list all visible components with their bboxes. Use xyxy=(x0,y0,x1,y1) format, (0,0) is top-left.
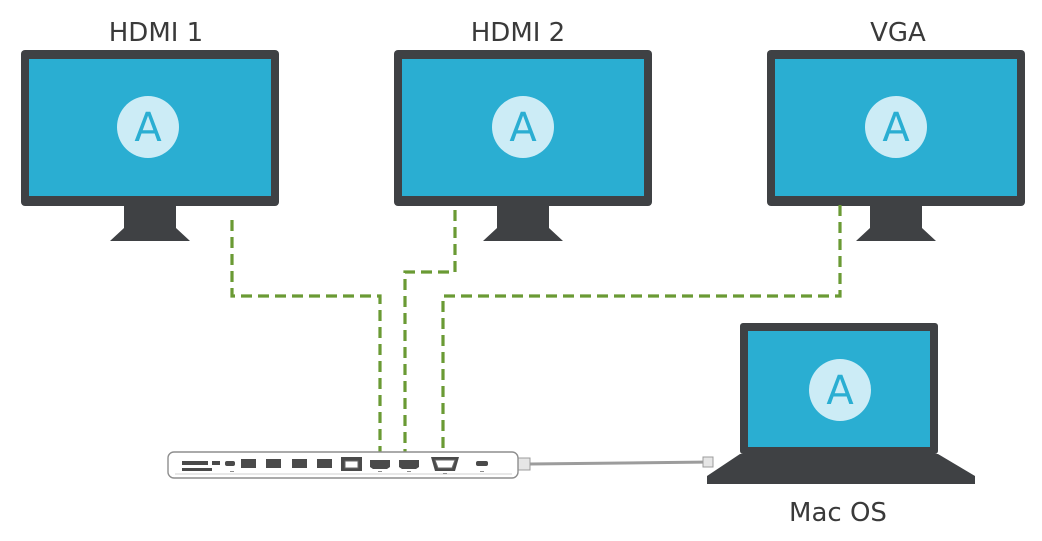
laptop-screen-letter: A xyxy=(826,368,854,414)
monitor-3-screen-letter: A xyxy=(882,105,910,151)
monitor-2-screen-letter: A xyxy=(509,105,537,151)
monitor-hdmi-1-icon: A xyxy=(21,50,279,241)
monitor-vga-icon: A xyxy=(767,50,1025,241)
label-hdmi-2: HDMI 2 xyxy=(471,18,565,48)
usb-cable xyxy=(517,456,714,471)
cable-hdmi-1 xyxy=(230,220,382,452)
label-hdmi-1: HDMI 1 xyxy=(109,18,203,48)
docking-station-icon xyxy=(167,451,519,479)
label-vga: VGA xyxy=(870,18,926,48)
cable-vga xyxy=(441,205,842,452)
monitor-hdmi-2-icon: A xyxy=(394,50,652,241)
label-mac-os: Mac OS xyxy=(789,498,887,528)
monitor-1-screen-letter: A xyxy=(134,105,162,151)
cable-hdmi-2 xyxy=(403,210,457,452)
laptop-icon: A xyxy=(707,323,975,484)
